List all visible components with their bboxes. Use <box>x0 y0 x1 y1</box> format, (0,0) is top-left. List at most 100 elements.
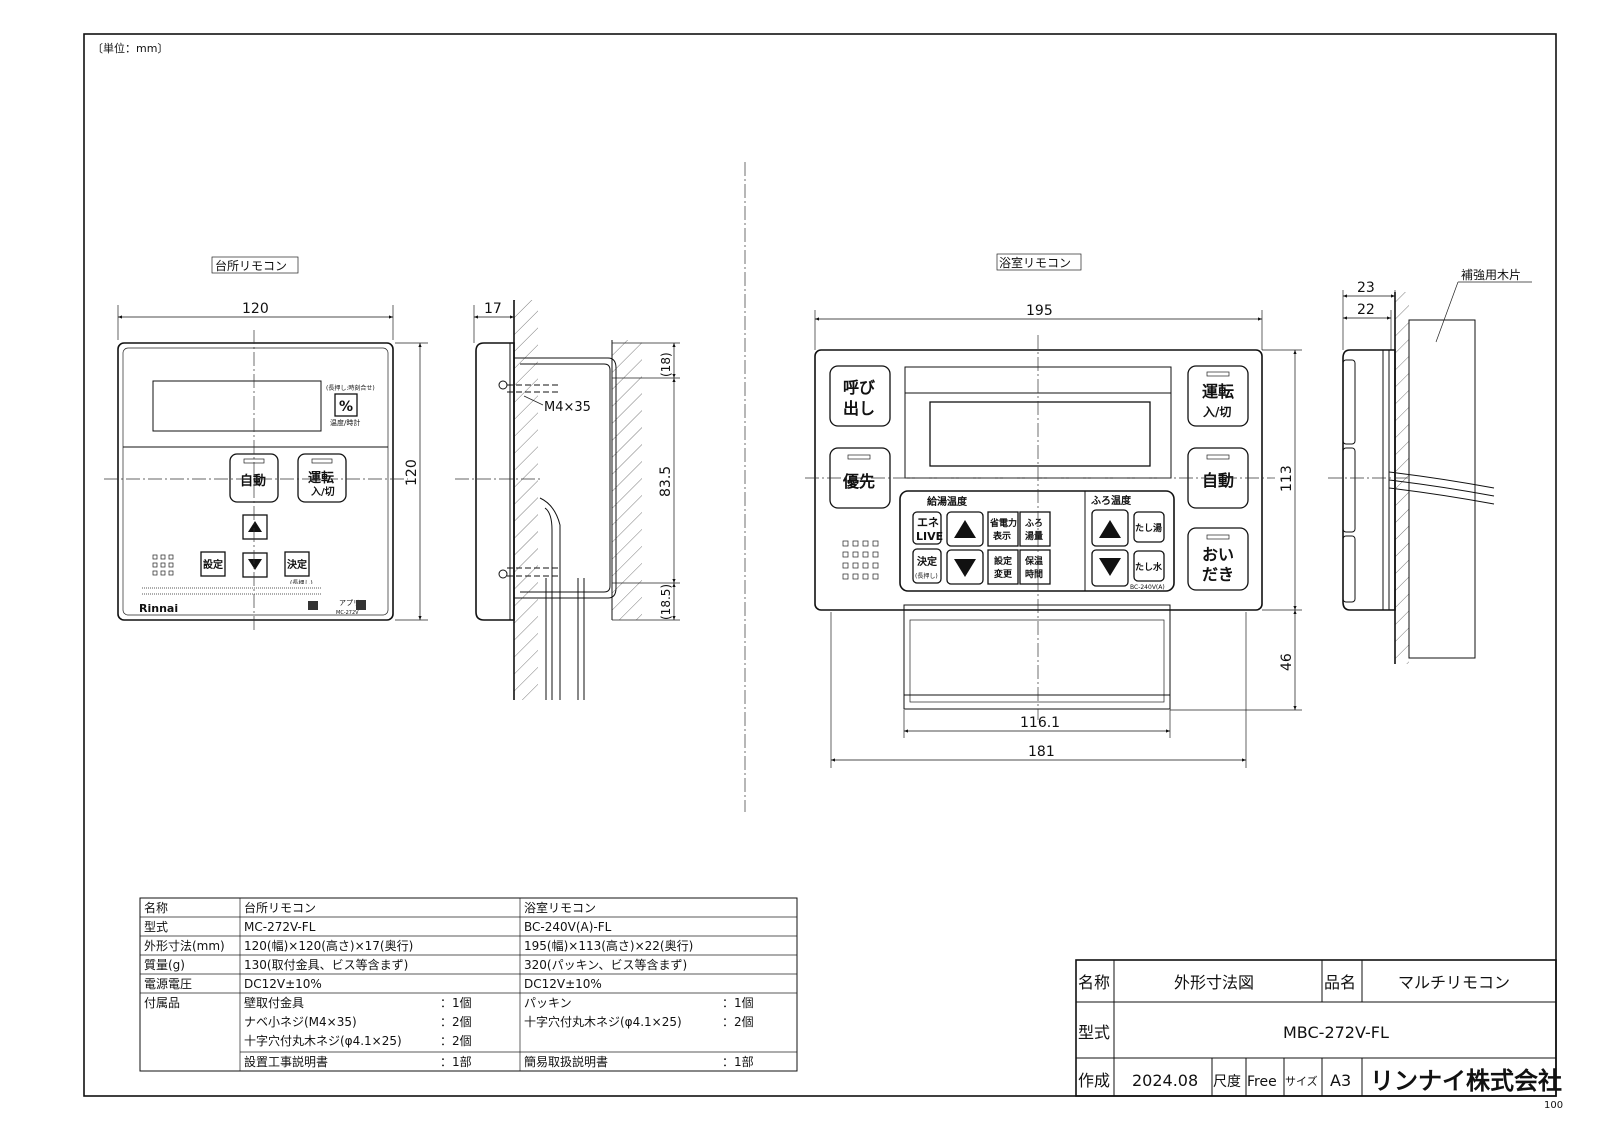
bath-keep-label-1: 保温 <box>1024 555 1043 567</box>
kitchen-acc-3-qty: ：1部 <box>440 1054 472 1069</box>
bath-amount-button[interactable] <box>1019 511 1051 547</box>
bath-eco-label-1: エネ <box>917 516 939 529</box>
kitchen-bottom-dim: (18.5) <box>659 584 673 620</box>
up-arrow-icon <box>1099 520 1121 538</box>
bath-auto-label: 自動 <box>1202 471 1234 490</box>
spec-row-3-kitchen: 130(取付金具、ビス等含まず) <box>244 957 408 972</box>
kitchen-remote-side: 17 M4×35 (18) 83.5 <box>455 300 680 700</box>
bath-eco-button[interactable] <box>912 511 942 545</box>
bath-depth2-dim: 22 <box>1357 302 1375 318</box>
kitchen-body <box>117 342 394 621</box>
bath-width-dim: 195 <box>1026 303 1053 319</box>
kitchen-label-box <box>211 256 299 274</box>
title-model-label: 型式 <box>1078 1023 1110 1042</box>
bath-speaker-grid <box>842 540 879 580</box>
bath-tashiyu-button[interactable] <box>1133 511 1165 543</box>
bath-decide-button[interactable] <box>912 548 942 584</box>
bath-model-small: BC-240V(A) <box>1130 584 1165 591</box>
bath-run-button[interactable] <box>1187 365 1249 427</box>
title-name-value: 外形寸法図 <box>1174 973 1254 992</box>
spec-accessories-label: 付属品 <box>144 996 180 1010</box>
sheet-frame <box>83 33 1557 1097</box>
bath-keep-button[interactable] <box>1019 549 1051 585</box>
kitchen-top-note: (長押し:時刻合せ) <box>326 384 375 392</box>
kitchen-acc-0-item: 壁取付金具 <box>244 995 304 1010</box>
spec-row-3-label: 質量(g) <box>144 957 185 972</box>
bath-tashimizu-button[interactable] <box>1133 550 1165 582</box>
bath-label-box <box>996 253 1082 271</box>
bath-amount-label-2: 湯量 <box>1025 530 1043 542</box>
kitchen-mode-label: 温度/時計 <box>330 418 360 427</box>
bath-label: 浴室リモコン <box>999 255 1071 270</box>
spec-row-4-kitchen: DC12V±10% <box>244 977 322 991</box>
title-product-label: 品名 <box>1324 973 1356 992</box>
bath-call-label-1: 呼び <box>843 378 876 397</box>
spec-row-4-bath: DC12V±10% <box>524 977 602 991</box>
bath-power-label-1: 省電力 <box>989 517 1017 529</box>
up-arrow-icon <box>248 521 262 532</box>
title-product-value: マルチリモコン <box>1398 973 1510 992</box>
kitchen-acc-2-item: 十字穴付丸木ネジ(φ4.1×25) <box>244 1033 402 1048</box>
bath-wood-label: 補強用木片 <box>1461 268 1521 282</box>
kitchen-speaker-grid <box>152 554 174 576</box>
bath-oidaki-button[interactable] <box>1187 527 1249 591</box>
kitchen-acc-3-item: 設置工事説明書 <box>244 1054 328 1069</box>
title-name-label: 名称 <box>1078 973 1110 992</box>
bath-remote-side: 23 22 補強用木片 <box>1328 268 1532 664</box>
bath-decide-sub: (長押し) <box>915 572 938 580</box>
temp-clock-button[interactable] <box>334 393 358 417</box>
bath-wood-piece <box>1408 319 1476 659</box>
spec-row-4-label: 電源電圧 <box>144 977 192 991</box>
bath-tashimizu-label: たし水 <box>1135 561 1163 573</box>
kitchen-display <box>152 380 322 432</box>
bath-decide-label: 決定 <box>917 555 937 568</box>
bath-call-label-2: 出し <box>843 399 875 418</box>
bath-amount-label-1: ふろ <box>1025 518 1043 529</box>
bath-call-button[interactable] <box>829 365 891 427</box>
kitchen-decide-label: 決定 <box>287 558 307 571</box>
spec-row-1-label: 型式 <box>144 920 168 934</box>
title-size-value: A3 <box>1330 1071 1351 1090</box>
kitchen-run-label: 運転 <box>308 470 334 486</box>
spec-row-0-bath: 浴室リモコン <box>524 900 596 915</box>
kitchen-app-label: アプリ <box>339 599 360 607</box>
up-arrow-icon <box>954 520 976 538</box>
kitchen-run-sub: 入/切 <box>311 486 335 498</box>
kitchen-set-button[interactable] <box>200 551 226 577</box>
bath-run-label: 運転 <box>1202 382 1234 401</box>
bath-acc-2-qty: ：1部 <box>722 1054 754 1069</box>
kitchen-brand: Rinnai <box>139 602 178 615</box>
kitchen-acc-0-qty: ：1個 <box>440 996 472 1010</box>
bath-eco-label-2: LIVE <box>916 530 943 543</box>
bath-acc-0-qty: ：1個 <box>722 996 754 1010</box>
spec-row-0-kitchen: 台所リモコン <box>244 900 316 915</box>
spec-row-1-bath: BC-240V(A)-FL <box>524 920 612 934</box>
spec-row-2-label: 外形寸法(mm) <box>144 939 225 953</box>
kitchen-label: 台所リモコン <box>215 258 287 273</box>
spec-table: 名称 台所リモコン 浴室リモコン 型式 MC-272V-FL BC-240V(A… <box>139 897 798 1072</box>
kitchen-screw-label: M4×35 <box>544 400 591 415</box>
bath-inner-width-dim: 116.1 <box>1020 715 1060 731</box>
bath-setchange-button[interactable] <box>987 549 1019 585</box>
spec-row-3-bath: 320(パッキン、ビス等含まず) <box>524 957 687 972</box>
down-arrow-icon <box>954 559 976 577</box>
title-scale-label: 尺度 <box>1213 1074 1241 1090</box>
kitchen-top-dim: (18) <box>659 352 673 377</box>
kitchen-decide-button[interactable] <box>284 551 310 577</box>
kitchen-depth-dim: 17 <box>484 301 502 317</box>
title-size-label: サイズ <box>1285 1074 1318 1088</box>
kitchen-run-button[interactable] <box>297 453 347 503</box>
page-number: 100 <box>1544 1100 1563 1111</box>
kitchen-middle-dim: 83.5 <box>658 466 674 497</box>
down-arrow-icon <box>248 559 262 570</box>
title-company: リンナイ株式会社 <box>1370 1067 1562 1095</box>
bath-setchange-label-2: 変更 <box>994 568 1013 580</box>
bath-outer-width-dim: 181 <box>1028 744 1055 760</box>
bath-acc-2-item: 簡易取扱説明書 <box>524 1054 608 1069</box>
title-block: 名称 外形寸法図 品名 マルチリモコン 型式 MBC-272V-FL 作成 20… <box>1075 959 1562 1097</box>
wifi-icon <box>308 601 318 610</box>
kitchen-acc-2-qty: ：2個 <box>440 1034 472 1048</box>
bath-power-button[interactable] <box>987 511 1019 547</box>
bath-acc-1-qty: ：2個 <box>722 1015 754 1029</box>
